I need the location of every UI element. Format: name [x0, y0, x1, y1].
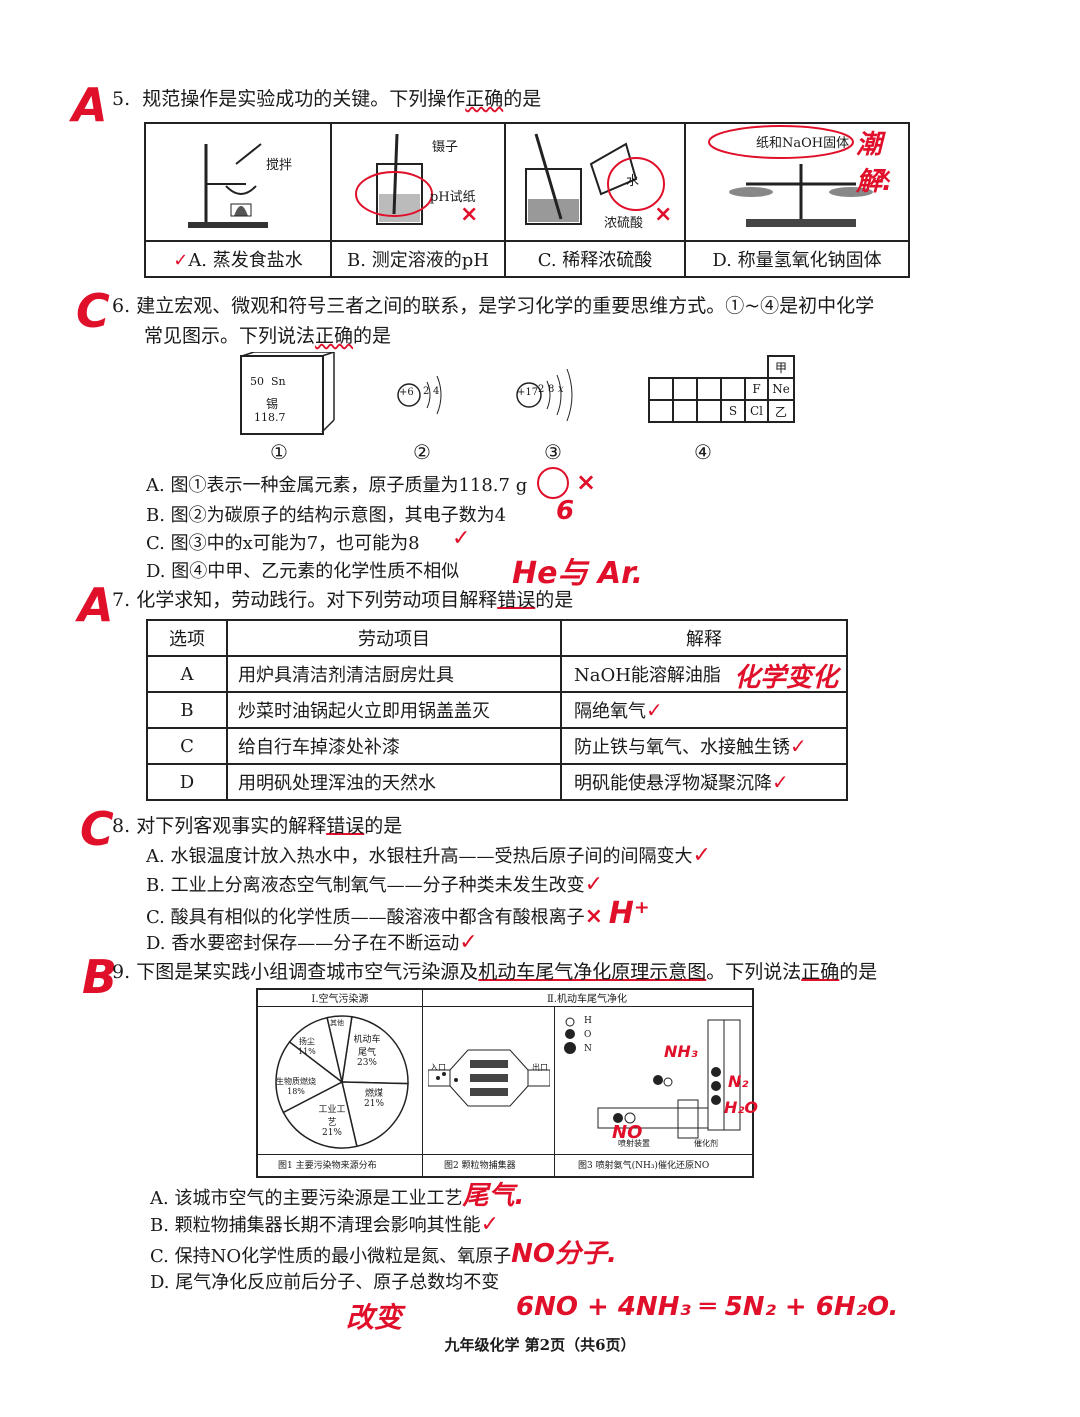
pie-slice	[326, 1015, 353, 1083]
fig-label-4: ④	[694, 440, 712, 464]
page-footer: 九年级化学 第2页（共6页）	[444, 1336, 636, 1354]
answer-mark-q8: C	[80, 802, 114, 856]
pie-slice	[275, 1040, 344, 1114]
chlorine-atom-diagram	[516, 368, 573, 422]
q9-option-d: D. 尾气净化反应前后分子、原子总数均不变	[150, 1272, 500, 1293]
q6-option-c: C. 图③中的x可能为7，也可能为8	[146, 533, 420, 554]
q5-figure-c: 水 浓硫酸 ×	[504, 122, 686, 242]
pie-slice	[341, 1015, 409, 1085]
q5-figure-a: 搅拌	[144, 122, 332, 242]
q8-stem: 8. 对下列客观事实的解释错误的是	[112, 815, 403, 837]
q5-option-a: ✓A. 蒸发食盐水	[144, 240, 332, 278]
answer-mark-q6: C	[76, 284, 110, 338]
answer-mark-q7: A	[78, 578, 114, 632]
table-header: 解释	[560, 619, 848, 657]
q6-option-a: A. 图①表示一种金属元素，原子质量为118.7 g	[146, 475, 528, 496]
particle-trap-icon	[428, 1049, 550, 1107]
cube-edge-icon	[241, 352, 335, 433]
q6-note-d: He与 Ar.	[512, 556, 644, 591]
evaporation-apparatus-icon	[188, 143, 268, 228]
nh3-reduction-icon	[564, 1017, 741, 1139]
pollution-pie-chart	[275, 1015, 409, 1149]
element-card-tin: 50 Sn 锡 118.7	[240, 355, 324, 435]
q5-option-b: B. 测定溶液的pH	[330, 240, 506, 278]
answer-mark-q5: A	[72, 78, 108, 132]
q8-option-d: D. 香水要密封保存——分子在不断运动✓	[146, 930, 478, 955]
q8-option-b: B. 工业上分离液态空气制氧气——分子种类未发生改变✓	[146, 872, 604, 897]
q6-option-b: B. 图②为碳原子的结构示意图，其电子数为4	[146, 505, 507, 526]
circle-annotation	[537, 467, 569, 499]
q9-option-a: A. 该城市空气的主要污染源是工业工艺尾气.	[150, 1181, 525, 1211]
q6-option-d: D. 图④中甲、乙元素的化学性质不相似	[146, 561, 460, 582]
table-header: 选项	[146, 619, 228, 657]
table-row: B 炒菜时油锅起火立即用锅盖盖灭 隔绝氧气✓	[146, 691, 848, 729]
q8-option-a: A. 水银温度计放入热水中，水银柱升高——受热后原子间的间隔变大✓	[146, 843, 711, 868]
fig-label-1: ①	[270, 440, 288, 464]
fig-label-3: ③	[544, 440, 562, 464]
q5-option-d: D. 称量氢氧化钠固体	[684, 240, 910, 278]
q7-table: 选项 劳动项目 解释 A 用炉具清洁剂清洁厨房灶具 NaOH能溶解油脂化学变化 …	[146, 619, 848, 801]
table-row: A 用炉具清洁剂清洁厨房灶具 NaOH能溶解油脂化学变化	[146, 655, 848, 693]
balance-scale-icon	[708, 125, 873, 227]
q9-option-b: B. 颗粒物捕集器长期不清理会影响其性能✓	[150, 1212, 500, 1237]
q6-stem-line2: 常见图示。下列说法正确的是	[144, 325, 392, 347]
q6-note-b: 6	[556, 496, 575, 526]
q5-figure-d: 纸和NaOH固体 潮解. ×	[684, 122, 910, 242]
q6-stem-line1: 6. 建立宏观、微观和符号三者之间的联系，是学习化学的重要思维方式。①~④是初中…	[112, 295, 875, 317]
q6-mark-a: ×	[576, 468, 597, 496]
q5-figure-b: 镊子 pH试纸 ×	[330, 122, 506, 242]
table-header: 劳动项目	[226, 619, 562, 657]
q9-note-d1: 改变	[346, 1301, 403, 1334]
q6-mark-c: ✓	[452, 526, 471, 551]
q5-options-table: 搅拌 镊子 pH试纸 × 水 浓硫酸 ×	[144, 122, 910, 278]
q5-option-c: C. 稀释浓硫酸	[504, 240, 686, 278]
pie-slice	[282, 1080, 358, 1149]
answer-mark-q9: B	[82, 950, 118, 1004]
carbon-atom-diagram	[397, 375, 442, 415]
q8-option-c: C. 酸具有相似的化学性质——酸溶液中都含有酸根离子× H⁺	[146, 896, 650, 931]
q7-stem: 7. 化学求知，劳动践行。对下列劳动项目解释错误的是	[112, 589, 574, 611]
table-row: D 用明矾处理浑浊的天然水 明矾能使悬浮物凝聚沉降✓	[146, 763, 848, 801]
dilute-acid-icon	[525, 133, 665, 225]
q5-stem: 5. 规范操作是实验成功的关键。下列操作正确的是	[112, 88, 542, 110]
q9-stem: 9. 下图是某实践小组调查城市空气污染源及机动车尾气净化原理示意图。下列说法正确…	[112, 961, 878, 983]
pie-slice	[341, 1081, 409, 1148]
q9-note-d2: 6NO + 4NH₃ ═ 5N₂ + 6H₂O.	[516, 1292, 899, 1322]
fig-label-2: ②	[413, 440, 431, 464]
q9-option-c: C. 保持NO化学性质的最小微粒是氮、氧原子NO分子.	[150, 1239, 617, 1269]
table-row: C 给自行车掉漆处补漆 防止铁与氧气、水接触生锈✓	[146, 727, 848, 765]
ph-test-beaker-icon	[355, 133, 433, 225]
